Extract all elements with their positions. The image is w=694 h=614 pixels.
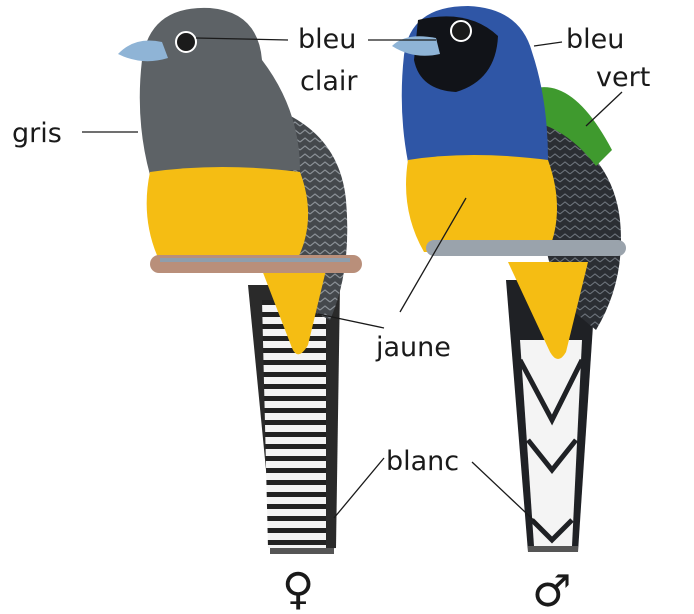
leader-blanc-female — [334, 458, 384, 518]
leader-bleu-male-back — [534, 42, 562, 46]
male-yellow-belly — [406, 155, 557, 252]
leader-vert — [586, 92, 622, 126]
female-eye — [176, 32, 196, 52]
female-grey-body — [140, 8, 300, 175]
male-eye — [451, 21, 471, 41]
female-yellow-belly — [147, 167, 308, 262]
label-vert: vert — [596, 62, 650, 93]
label-jaune: jaune — [375, 332, 451, 363]
female-perch — [150, 255, 362, 273]
male-perch — [426, 240, 626, 256]
label-blanc: blanc — [386, 446, 459, 477]
label-bleu-female: bleu — [298, 24, 356, 55]
female-symbol: ♀ — [282, 564, 314, 614]
male-beak — [392, 36, 440, 56]
label-bleu-male: bleu — [566, 24, 624, 55]
label-clair: clair — [300, 66, 358, 97]
male-symbol: ♂ — [532, 566, 571, 614]
label-gris: gris — [12, 118, 62, 149]
female-beak — [118, 41, 168, 62]
